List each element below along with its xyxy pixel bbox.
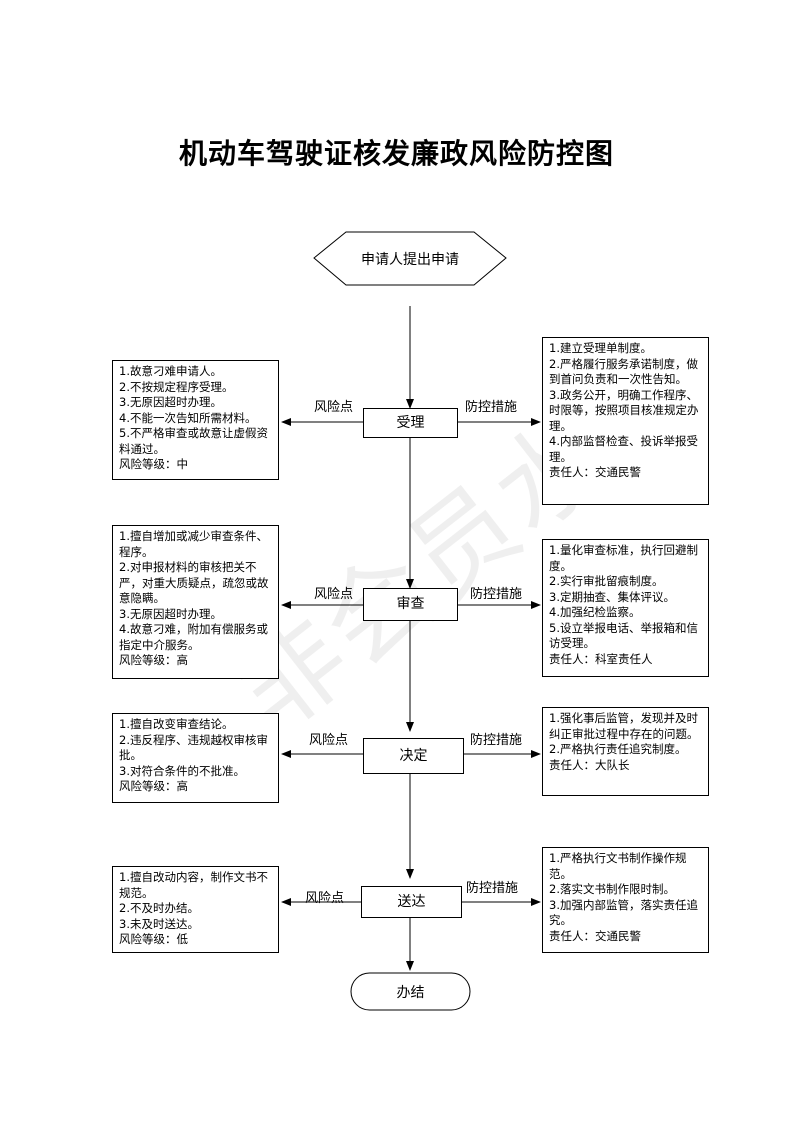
start-node-shape	[313, 231, 507, 286]
measure-item: 3.加强内部监管，落实责任追究。	[549, 897, 698, 928]
measure-item: 2.实行审批留痕制度。	[549, 574, 664, 588]
measure-item: 4.内部监督检查、投诉举报受理。	[549, 434, 698, 464]
risk-label-step4: 风险点	[305, 891, 345, 906]
responsible-person: 责任人：交通民警	[549, 928, 641, 943]
start-node: 申请人提出申请	[361, 252, 459, 268]
measure-box-step1: 1.建立受理单制度。 2.严格履行服务承诺制度，做到首问负责和一次性告知。 3.…	[542, 337, 709, 505]
step-box-shouli: 受理	[363, 408, 458, 438]
measure-item: 1.建立受理单制度。	[549, 341, 652, 355]
measure-item: 2.落实文书制作限时制。	[549, 882, 675, 896]
risk-box-step2: 1.擅自增加或减少审查条件、程序。 2.对申报材料的审核把关不严，对重大质疑点，…	[112, 525, 279, 679]
risk-level: 风险等级：低	[119, 932, 188, 946]
measure-box-step2: 1.量化审查标准，执行回避制度。 2.实行审批留痕制度。 3.定期抽查、集体评议…	[542, 539, 709, 677]
measure-label-step2: 防控措施	[470, 587, 523, 602]
risk-level: 风险等级：中	[119, 457, 188, 471]
page-title: 机动车驾驶证核发廉政风险防控图	[178, 137, 614, 170]
risk-item: 1.擅自改动内容，制作文书不规范。	[119, 870, 268, 900]
risk-item: 2.不按规定程序受理。	[119, 379, 234, 394]
end-node: 办结	[396, 985, 425, 1001]
risk-label-step2: 风险点	[314, 587, 354, 602]
risk-label-step3: 风险点	[309, 733, 349, 748]
measure-box-step4: 1.严格执行文书制作操作规范。 2.落实文书制作限时制。 3.加强内部监管，落实…	[542, 847, 709, 953]
measure-item: 1.强化事后监管，发现并及时纠正审批过程中存在的问题。	[549, 711, 699, 741]
risk-item: 3.无原因超时办理。	[119, 606, 222, 621]
end-node-shape	[350, 972, 471, 1011]
risk-box-step4: 1.擅自改动内容，制作文书不规范。 2.不及时办结。 3.未及时送达。 风险等级…	[112, 866, 279, 953]
risk-item: 3.无原因超时办理。	[119, 395, 222, 409]
risk-item: 4.不能一次告知所需材料。	[119, 410, 257, 425]
risk-item: 1.擅自改变审查结论。	[119, 717, 234, 731]
measure-item: 4.加强纪检监察。	[549, 605, 641, 619]
responsible-person: 责任人：大队长	[549, 757, 630, 772]
measure-label-step1: 防控措施	[465, 400, 518, 415]
step-box-jueding: 决定	[363, 738, 464, 774]
risk-item: 3.对符合条件的不批准。	[119, 763, 245, 778]
responsible-person: 责任人：交通民警	[549, 465, 641, 479]
measure-item: 1.量化审查标准，执行回避制度。	[549, 543, 698, 573]
step-box-shencha: 审查	[363, 588, 458, 621]
measure-item: 3.政务公开，明确工作程序、时限等，按照项目核准规定办理。	[549, 387, 699, 433]
risk-item: 1.故意刁难申请人。	[119, 364, 222, 378]
risk-box-step3: 1.擅自改变审查结论。 2.违反程序、违规越权审核审批。 3.对符合条件的不批准…	[112, 713, 279, 803]
risk-item: 2.违反程序、违规越权审核审批。	[119, 732, 268, 763]
risk-item: 2.对申报材料的审核把关不严，对重大质疑点，疏忽或故意隐瞒。	[119, 560, 269, 605]
measure-item: 2.严格执行责任追究制度。	[549, 742, 687, 756]
measure-label-step4: 防控措施	[466, 881, 519, 896]
responsible-person: 责任人：科室责任人	[549, 651, 653, 666]
measure-item: 3.定期抽查、集体评议。	[549, 589, 675, 604]
risk-level: 风险等级：高	[119, 653, 188, 667]
measure-item: 2.严格履行服务承诺制度，做到首问负责和一次性告知。	[549, 356, 698, 387]
risk-item: 1.擅自增加或减少审查条件、程序。	[119, 529, 268, 559]
risk-label-step1: 风险点	[314, 400, 354, 415]
risk-item: 5.不严格审查或故意让虚假资料通过。	[119, 426, 268, 456]
risk-item: 3.未及时送达。	[119, 916, 199, 931]
risk-item: 4.故意刁难，附加有偿服务或指定中介服务。	[119, 622, 268, 652]
risk-box-step1: 1.故意刁难申请人。 2.不按规定程序受理。 3.无原因超时办理。 4.不能一次…	[112, 360, 279, 480]
step-box-songda: 送达	[361, 886, 462, 918]
measure-item: 5.设立举报电话、举报箱和信访受理。	[549, 620, 698, 651]
risk-item: 2.不及时办结。	[119, 901, 199, 915]
risk-level: 风险等级：高	[119, 779, 188, 793]
measure-box-step3: 1.强化事后监管，发现并及时纠正审批过程中存在的问题。 2.严格执行责任追究制度…	[542, 707, 709, 796]
measure-label-step3: 防控措施	[470, 733, 523, 748]
measure-item: 1.严格执行文书制作操作规范。	[549, 851, 687, 881]
